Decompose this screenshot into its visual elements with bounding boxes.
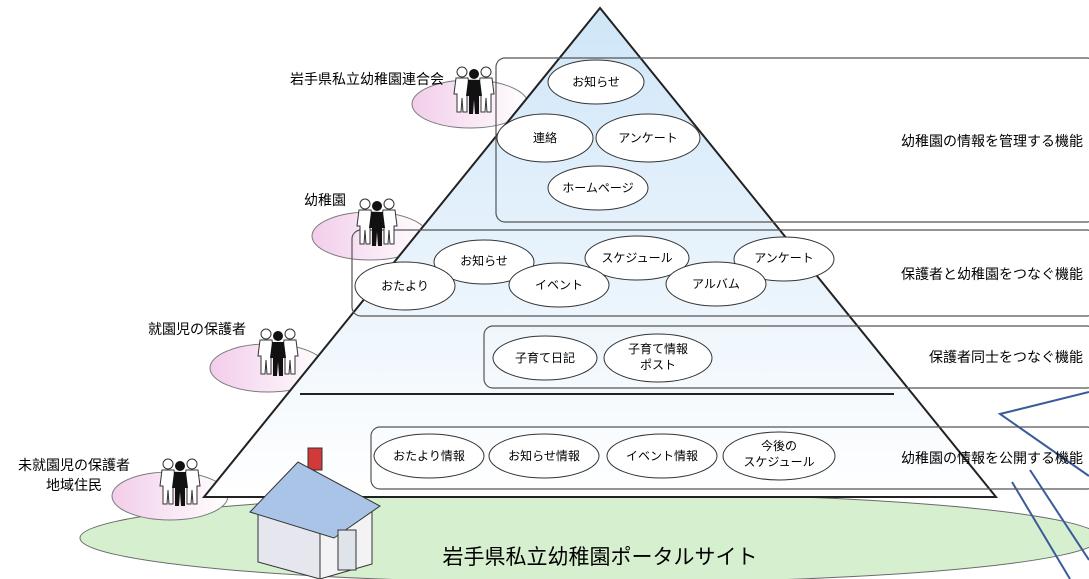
feature-label: お知らせ [460,254,508,268]
feature-label: ポスト [640,358,676,372]
feature-bubble: ホームページ [547,165,649,211]
audience-labels: 岩手県私立幼稚園連合会 幼稚園 就園児の保護者 未就園児の保護者 地域住民 [18,72,444,494]
feature-label: ホームページ [562,181,633,195]
feature-label: イベント情報 [626,449,698,463]
feature-bubble: 子育て情報 ポスト [603,333,713,383]
feature-label: アンケート [754,251,814,265]
feature-bubble: アンケート [733,236,835,282]
feature-bubble: アンケート [595,113,701,163]
feature-label: イベント [535,278,583,292]
feature-bubble: アルバム [665,261,767,307]
feature-bubble: お知らせ情報 [488,433,600,479]
feature-bubble: 子育て日記 [492,335,598,381]
function-label: 幼稚園の情報を管理する機能 [901,134,1083,150]
callout-lines [997,391,1089,579]
feature-bubble: お知らせ [433,239,535,285]
portal-title: 岩手県私立幼稚園ポータルサイト [443,545,758,569]
audience-label: 就園児の保護者 [148,322,246,338]
function-label: 保護者同士をつなぐ機能 [929,350,1083,366]
feature-bubble: 連絡 [496,113,594,163]
function-label: 保護者と幼稚園をつなぐ機能 [901,267,1083,283]
feature-bubble: おたより [354,261,456,311]
feature-bubble: イベント [508,262,610,308]
feature-bubble: お知らせ [547,59,645,105]
feature-label: スケジュール [743,455,814,469]
feature-label: 子育て日記 [515,350,575,365]
feature-bubble: スケジュール [584,235,690,281]
feature-label: 連絡 [533,130,557,145]
feature-label: お知らせ [572,75,620,89]
feature-label: アンケート [618,131,678,145]
feature-label: おたより情報 [393,449,465,463]
feature-label: お知らせ情報 [508,449,580,463]
function-label: 幼稚園の情報を公開する機能 [901,451,1083,467]
audience-label: 岩手県私立幼稚園連合会 [290,72,444,88]
feature-label: 今後の [761,438,797,453]
feature-bubble: イベント情報 [606,433,718,479]
feature-label: アルバム [692,277,740,291]
function-labels: 幼稚園の情報を管理する機能 保護者と幼稚園をつなぐ機能 保護者同士をつなぐ機能 … [901,134,1083,467]
feature-label: おたより [381,279,429,293]
audience-label: 未就園児の保護者 [18,458,130,474]
audience-label: 幼稚園 [304,193,346,209]
audience-label: 地域住民 [46,478,102,494]
feature-label: 子育て情報 [628,341,688,356]
house-icon [249,447,381,579]
feature-bubble: おたより情報 [373,433,485,479]
feature-bubble: 今後の スケジュール [722,431,836,481]
feature-label: スケジュール [601,251,672,265]
tier-panels [351,57,1089,490]
